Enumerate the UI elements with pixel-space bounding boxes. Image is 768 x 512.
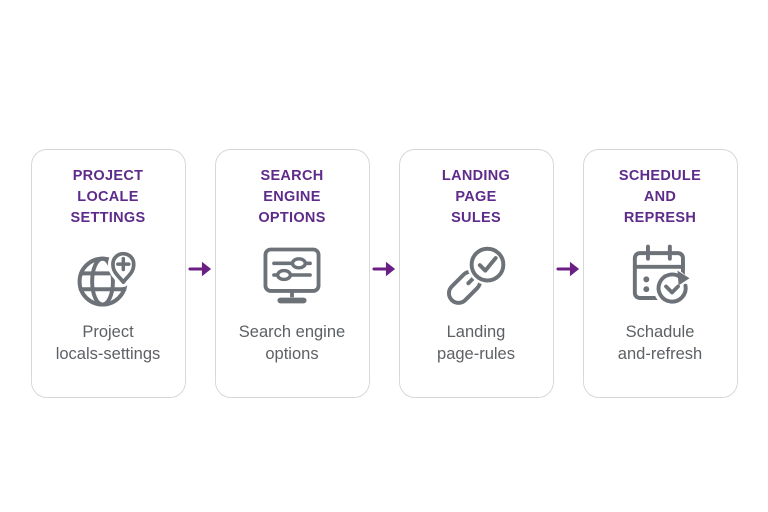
arrow-right-icon	[370, 149, 399, 398]
step-title: SCHEDULE AND REPRESH	[618, 168, 702, 226]
step-title: PROJECT LOCALE SETTINGS	[70, 168, 146, 226]
calendar-refresh-icon	[624, 233, 696, 317]
flow-step-landing-page-rules: LANDING PAGE SULES Landing page-rules	[398, 149, 554, 398]
flow-step-search-engine-options: SEARCH ENGINE OPTIONS Search engine opti…	[214, 149, 370, 398]
arrow-right-icon	[186, 149, 215, 398]
process-flow: PROJECT LOCALE SETTINGS	[0, 149, 768, 398]
flow-step-schedule-and-refresh: SCHEDULE AND REPRESH Sch	[582, 149, 738, 398]
step-subtitle: Project locals-settings	[55, 323, 161, 363]
step-subtitle: Schadule and-refresh	[617, 323, 703, 363]
step-title: SEARCH ENGINE OPTIONS	[258, 168, 326, 226]
globe-location-pin-icon	[73, 233, 143, 317]
step-title: LANDING PAGE SULES	[441, 168, 511, 226]
arrow-right-icon	[554, 149, 583, 398]
flow-step-project-locale-settings: PROJECT LOCALE SETTINGS	[30, 149, 186, 398]
step-subtitle: Landing page-rules	[437, 323, 515, 363]
monitor-sliders-icon	[258, 233, 326, 317]
link-check-icon	[440, 233, 512, 317]
step-subtitle: Search engine options	[238, 323, 346, 363]
